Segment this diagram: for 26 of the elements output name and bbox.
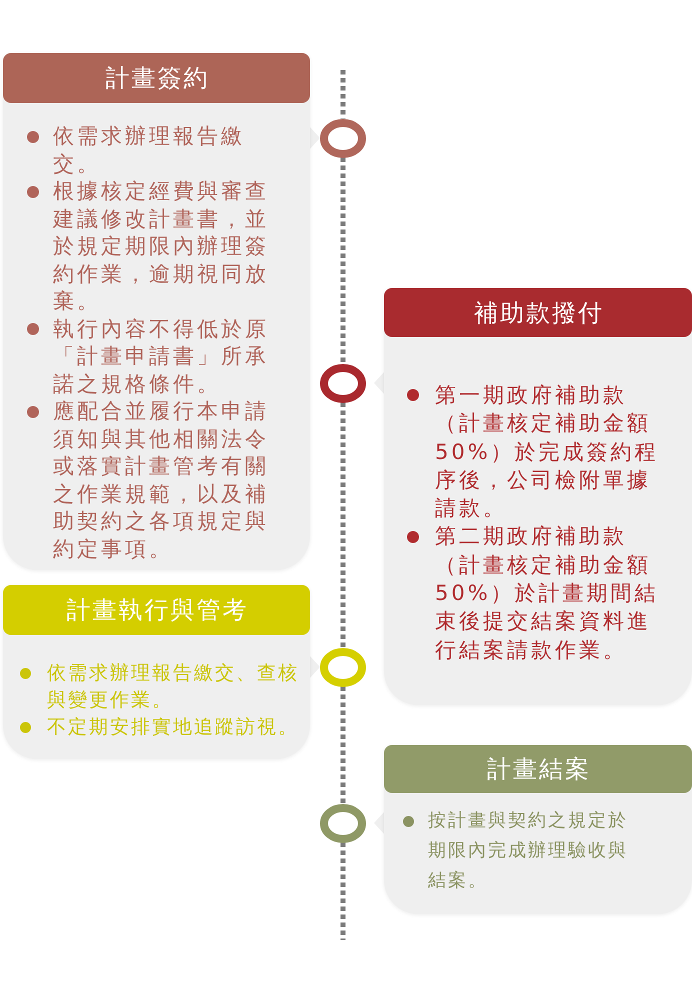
card-header: 補助款撥付 xyxy=(384,288,692,337)
timeline-card xyxy=(384,288,692,705)
timeline-line xyxy=(340,686,346,804)
bullet-text: 依需求辦理報告繳交、查核與變更作業。 xyxy=(47,661,300,713)
timeline-line xyxy=(340,842,346,940)
bullet-text: 按計畫與契約之規定於期限內完成辦理驗收與結案。 xyxy=(428,809,629,893)
bullet-text: 不定期安排實地追蹤訪視。 xyxy=(47,715,300,740)
timeline-card xyxy=(3,585,310,759)
card-header: 計畫簽約 xyxy=(3,53,310,103)
timeline-ring xyxy=(320,804,366,842)
bullet-text: 第一期政府補助款（計畫核定補助金額50%）於完成簽約程序後，公司檢附單據請款。 xyxy=(435,382,660,522)
timeline-ring xyxy=(320,364,366,402)
bullet-text: 根據核定經費與審查建議修改計畫書，並於規定期限內辦理簽約作業，逾期視同放棄。 xyxy=(53,178,270,315)
bullet-text: 應配合並履行本申請須知與其他相關法令或落實計畫管考有關之作業規範，以及補助契約之各項規定與約定事項。 xyxy=(53,398,270,562)
timeline-card xyxy=(384,745,692,914)
card-header: 計畫結案 xyxy=(384,745,692,793)
bullet-text: 第二期政府補助款（計畫核定補助金額50%）於計畫期間結束後提交結案資料進行結案請款作業。 xyxy=(435,523,660,664)
timeline-ring xyxy=(320,648,366,686)
timeline-line xyxy=(340,158,346,364)
timeline-line xyxy=(340,402,346,648)
bullet-text: 執行內容不得低於原「計畫申請書」所承諾之規格條件。 xyxy=(53,316,270,398)
card-header: 計畫執行與管考 xyxy=(3,585,310,635)
timeline-ring xyxy=(320,118,366,158)
timeline-card xyxy=(3,53,310,570)
bullet-text: 依需求辦理報告繳交。 xyxy=(53,123,246,178)
timeline-line xyxy=(340,70,346,118)
